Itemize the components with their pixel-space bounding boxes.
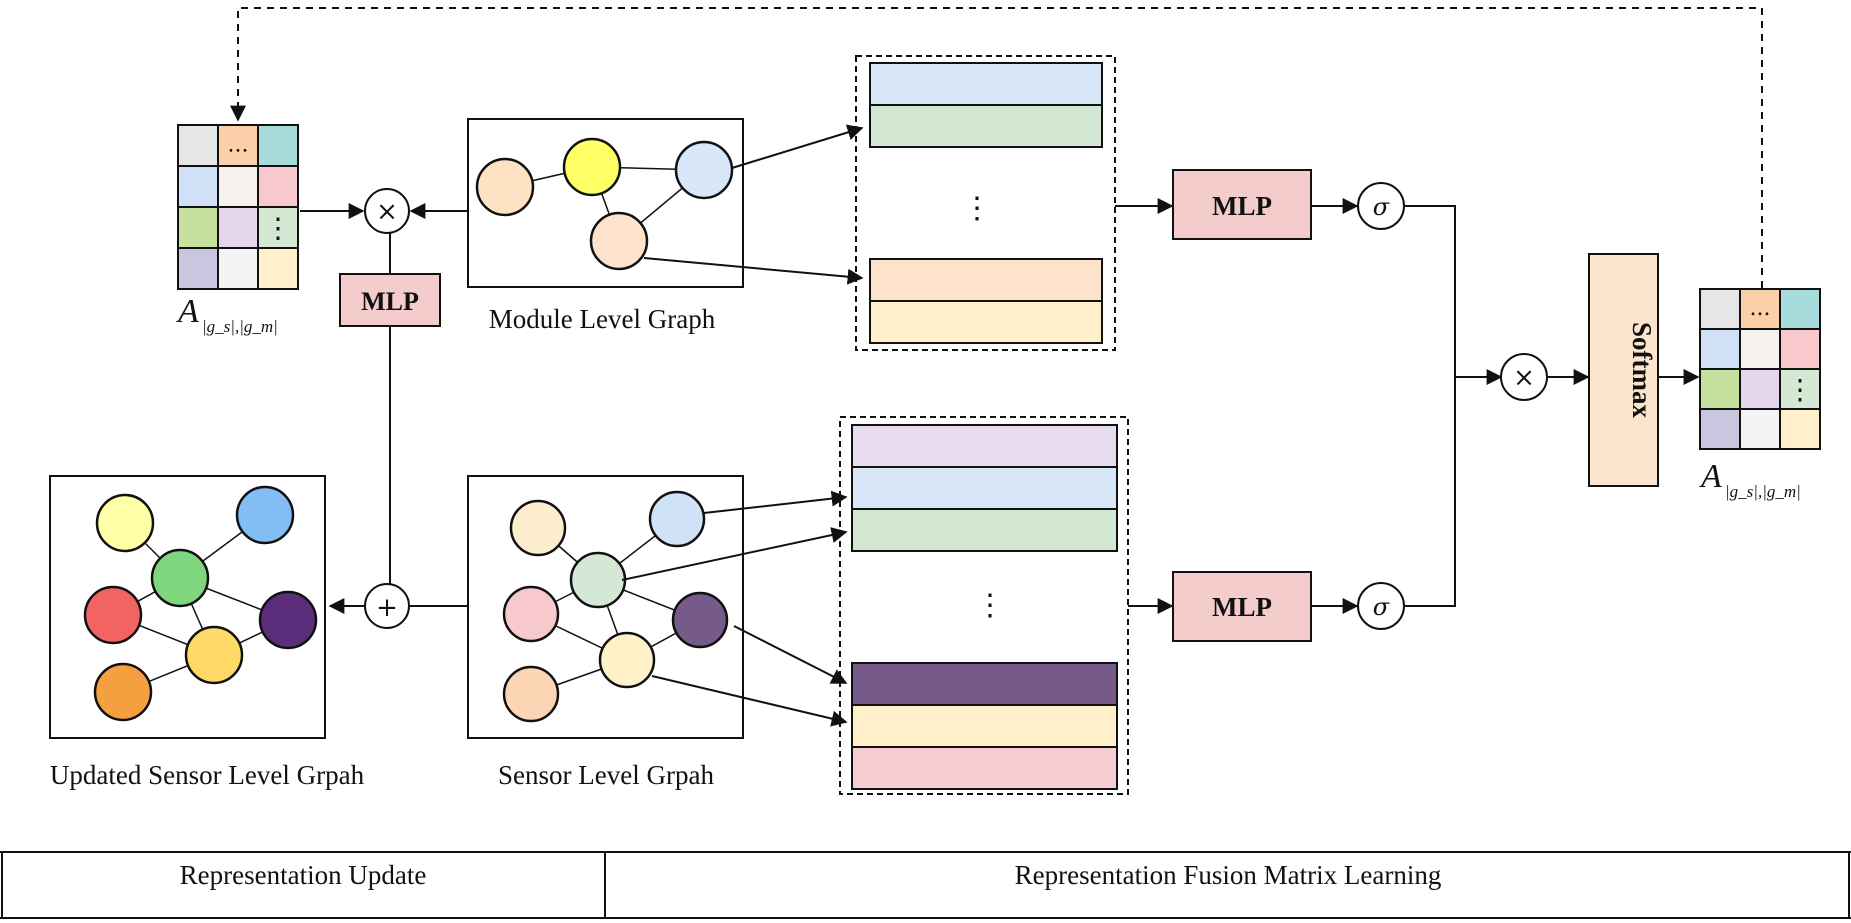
matrix-right-cell <box>1739 368 1781 410</box>
mlp-label-left: MLP <box>361 287 419 316</box>
updated-graph-node <box>235 485 295 545</box>
sensor-node-to-stack-arrow-4 <box>651 675 848 727</box>
module-embedding-stack <box>869 62 1103 344</box>
sensor-graph-node <box>648 490 706 548</box>
mlp-box-bottom <box>1172 571 1312 642</box>
module-node-to-stack-arrow-bottom <box>643 257 864 285</box>
matrix-left-label: A <box>176 293 199 330</box>
matrix-left-cell <box>177 247 219 290</box>
adjacency-matrix-left: ... ⋮ <box>177 124 299 290</box>
sensor-graph-node <box>502 665 560 723</box>
module-graph-node <box>562 137 622 197</box>
matrix-right-cell <box>1699 328 1741 370</box>
matrix-right-ellipsis-horizontal: ... <box>1750 296 1771 321</box>
section-fusion-matrix-learning: Representation Fusion Matrix Learning <box>1015 860 1442 890</box>
sigma-symbol-top: σ <box>1373 193 1390 221</box>
sigma-bottom-merge-line <box>1404 377 1456 607</box>
matrix-right-cell <box>1779 408 1821 450</box>
sensor-graph-node <box>598 631 656 689</box>
module-graph-node <box>589 211 649 271</box>
module-stack-top-row <box>869 62 1103 106</box>
matrix-right-cell <box>1699 368 1741 410</box>
adjacency-matrix-right: ... ⋮ <box>1699 288 1821 450</box>
sensor-stack-bottom-row <box>851 746 1118 790</box>
section-representation-update: Representation Update <box>180 860 427 890</box>
multiply-node-left <box>364 188 410 234</box>
sensor-embedding-stack <box>851 424 1118 790</box>
sensor-level-graph <box>502 490 729 723</box>
matrix-left-cell <box>217 165 259 208</box>
matrix-left-ellipsis-horizontal: ... <box>228 133 249 158</box>
sensor-stack-ellipsis: ⋮ <box>975 588 1005 623</box>
sensor-graph-node <box>509 499 567 557</box>
matrix-left-cell <box>257 124 299 167</box>
matrix-left-cell <box>217 206 259 249</box>
matrix-left-ellipsis-vertical: ⋮ <box>264 212 292 245</box>
matrix-left-cell <box>257 247 299 290</box>
module-level-graph <box>475 137 734 271</box>
module-graph-node <box>475 157 535 217</box>
sensor-stack-top-row <box>851 424 1118 468</box>
updated-graph-node <box>150 548 210 608</box>
matrix-right-subscript: |g_s|,|g_m| <box>1725 482 1801 501</box>
matrix-right-cell <box>1699 408 1741 450</box>
mlp-box-top <box>1172 169 1312 240</box>
matrix-right-cell <box>1739 328 1781 370</box>
softmax-box <box>1588 253 1659 487</box>
feedback-dashed-line <box>230 7 1763 288</box>
sensor-node-to-stack-arrow-2 <box>621 527 848 581</box>
multiply-symbol-right: × <box>1513 363 1535 393</box>
matrix-right-cell <box>1779 288 1821 330</box>
multiply-symbol-left: × <box>376 197 398 227</box>
mlp-label-top: MLP <box>1212 191 1272 221</box>
matrix-right-ellipsis-vertical: ⋮ <box>1786 373 1814 406</box>
sensor-stack-top-row <box>851 466 1118 510</box>
matrix-left-cell <box>177 124 219 167</box>
updated-graph-node <box>93 662 153 722</box>
sensor-graph-node <box>502 585 560 643</box>
module-stack-top-row <box>869 104 1103 148</box>
mlp-label-bottom: MLP <box>1212 592 1272 622</box>
module-stack-ellipsis: ⋮ <box>962 191 992 226</box>
matrix-right-cell <box>1739 408 1781 450</box>
sensor-graph-caption: Sensor Level Grpah <box>498 760 714 790</box>
updated-graph-node <box>184 625 244 685</box>
module-node-to-stack-arrow-top <box>731 124 864 169</box>
matrix-left-cell <box>257 165 299 208</box>
sensor-stack-bottom-row <box>851 704 1118 748</box>
sensor-graph-node <box>671 591 729 649</box>
module-graph-caption: Module Level Graph <box>489 304 716 334</box>
module-stack-bottom-row <box>869 300 1103 344</box>
sensor-node-to-stack-arrow-1 <box>703 490 848 514</box>
module-embedding-stack-border <box>855 55 1116 351</box>
updated-graph-node <box>258 590 318 650</box>
sensor-graph-node <box>569 551 627 609</box>
sigma-top-merge-line <box>1404 205 1456 377</box>
updated-graph-node <box>95 493 155 553</box>
matrix-right-cell <box>1699 288 1741 330</box>
sensor-stack-bottom-row <box>851 662 1118 706</box>
sensor-embedding-stack-border <box>839 416 1129 795</box>
sensor-node-to-stack-arrow-3 <box>733 625 848 684</box>
matrix-right-cell <box>1779 328 1821 370</box>
matrix-left-cell <box>217 247 259 290</box>
plus-symbol: + <box>376 593 398 623</box>
updated-graph-node <box>83 585 143 645</box>
matrix-left-subscript: |g_s|,|g_m| <box>202 317 278 336</box>
module-stack-bottom-row <box>869 258 1103 302</box>
updated-graph-caption: Updated Sensor Level Grpah <box>50 760 365 790</box>
matrix-left-cell <box>257 206 299 249</box>
matrix-right-cell <box>1779 368 1821 410</box>
matrix-right-label: A <box>1699 458 1722 495</box>
updated-sensor-level-graph <box>83 485 318 722</box>
sensor-stack-top-row <box>851 508 1118 552</box>
module-graph-node <box>674 140 734 200</box>
matrix-left-cell <box>177 165 219 208</box>
softmax-label: Softmax <box>1627 322 1657 418</box>
sigma-symbol-bottom: σ <box>1373 593 1390 621</box>
matrix-left-cell <box>177 206 219 249</box>
